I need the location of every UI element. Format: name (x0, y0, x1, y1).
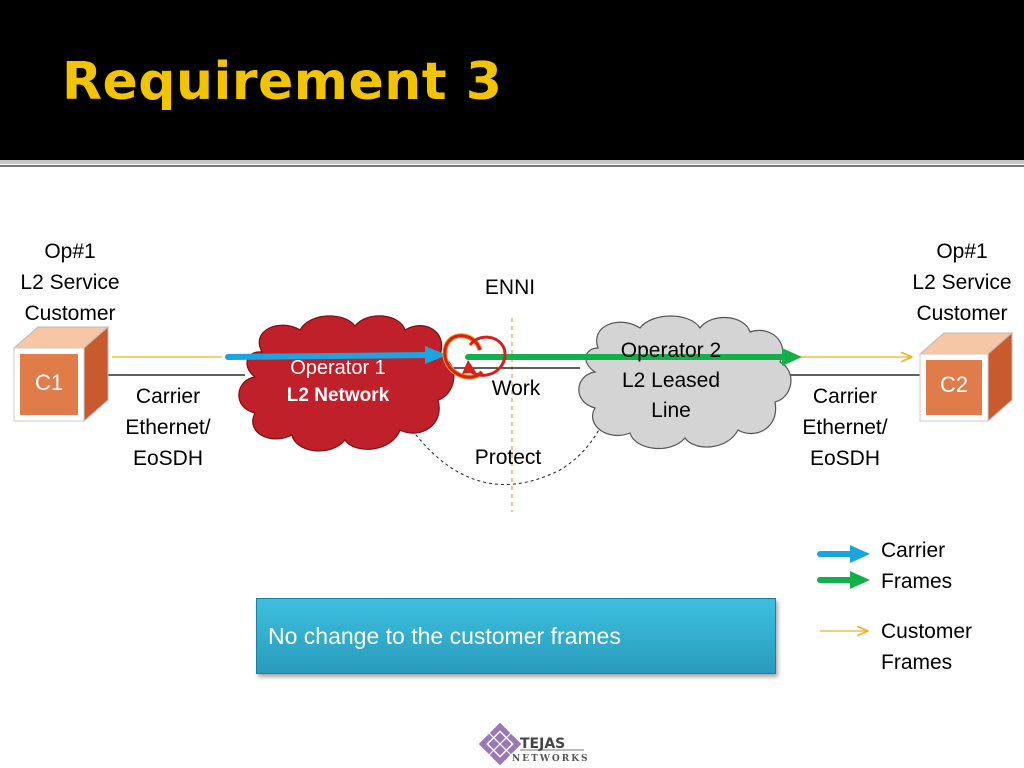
operator1-network: L2 Network (286, 385, 390, 406)
title-divider (0, 160, 1024, 164)
logo-name: TEJAS (520, 736, 566, 752)
operator1-cloud (238, 315, 455, 452)
legend-carrier-blue-arrow (817, 545, 870, 563)
c2-customer-box (918, 331, 1014, 423)
carrier-frame-arrow-blue (225, 346, 447, 364)
work-label: Work (491, 377, 541, 400)
enni-label: ENNI (484, 276, 536, 299)
slide-title: Requirement 3 (62, 52, 503, 112)
right-customer-heading: Op#1 L2 Service Customer (912, 240, 1012, 325)
title-bar (0, 0, 1024, 160)
protection-switch-icon (442, 333, 507, 380)
protect-label: Protect (474, 446, 542, 469)
note-text: No change to the customer frames (268, 623, 621, 649)
tejas-logo-icon (478, 722, 584, 766)
c1-label: C1 (34, 370, 64, 395)
c1-customer-box (12, 325, 110, 423)
legend-customer-frames-label: Customer Frames (881, 620, 973, 674)
operator2-label: Operator 2 L2 Leased Line (620, 339, 722, 422)
operator1-name: Operator 1 (290, 357, 386, 379)
note-box: No change to the customer frames (256, 598, 776, 674)
right-link-label: Carrier Ethernet/ EoSDH (802, 385, 888, 470)
left-link-label: Carrier Ethernet/ EoSDH (125, 385, 211, 470)
logo-subtitle: NETWORKS (512, 754, 590, 764)
legend-carrier-frames-label: Carrier Frames (881, 539, 953, 593)
legend-carrier-green-arrow (817, 571, 870, 589)
protect-path (404, 419, 601, 485)
c2-label: C2 (939, 372, 969, 397)
title-divider-shadow (0, 165, 1024, 167)
operator2-cloud (578, 315, 792, 450)
operator1-label: Operator 1 L2 Network (262, 354, 414, 410)
left-customer-heading: Op#1 L2 Service Customer (20, 240, 120, 325)
carrier-frame-arrow-green (465, 348, 802, 366)
